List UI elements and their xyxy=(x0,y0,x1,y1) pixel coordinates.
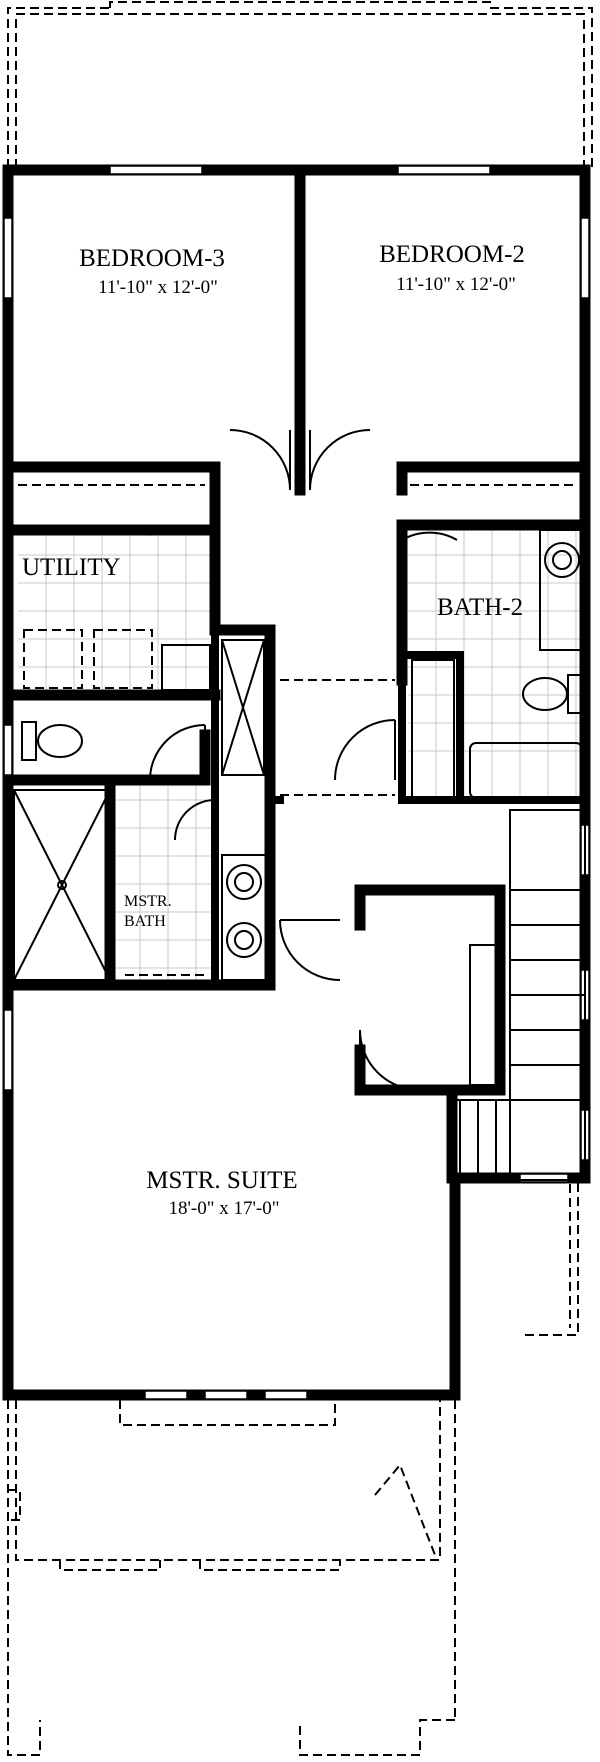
closet-shelves xyxy=(18,484,575,976)
bath2-label: BATH-2 xyxy=(437,594,523,621)
bedroom3-size: 11'-10" x 12'-0" xyxy=(98,277,218,298)
room-label-bedroom3: BEDROOM-3 11'-10" x 12'-0" xyxy=(79,245,225,298)
stairs xyxy=(452,809,586,1181)
tile-floor-mstr-bath xyxy=(112,780,215,985)
bath2-fixtures xyxy=(411,529,586,801)
bedroom2-size: 11'-10" x 12'-0" xyxy=(396,274,516,295)
linen-closet-x xyxy=(221,639,265,776)
room-label-bedroom2: BEDROOM-2 11'-10" x 12'-0" xyxy=(379,241,525,295)
vanity-double-sink xyxy=(221,854,267,981)
upper-deck xyxy=(7,1,593,168)
lower-porch xyxy=(7,1179,579,1756)
bedroom3-name: BEDROOM-3 xyxy=(79,245,225,272)
mstr-suite-size: 18'-0" x 17'-0" xyxy=(168,1198,279,1219)
tile-floor-bath2 xyxy=(408,530,585,800)
doors xyxy=(149,429,458,1091)
room-label-mstr-suite: MSTR. SUITE 18'-0" x 17'-0" xyxy=(146,1167,297,1219)
mstr-bath-line2: BATH xyxy=(124,913,166,930)
shower xyxy=(13,789,111,981)
utility-appliances xyxy=(23,629,211,691)
toilet-wc xyxy=(21,721,83,761)
utility-label: UTILITY xyxy=(22,554,121,581)
room-label-mstr-bath: MSTR. BATH xyxy=(124,893,172,930)
mstr-suite-name: MSTR. SUITE xyxy=(146,1167,297,1194)
bedroom2-name: BEDROOM-2 xyxy=(379,241,525,268)
mstr-bath-line1: MSTR. xyxy=(124,893,172,910)
